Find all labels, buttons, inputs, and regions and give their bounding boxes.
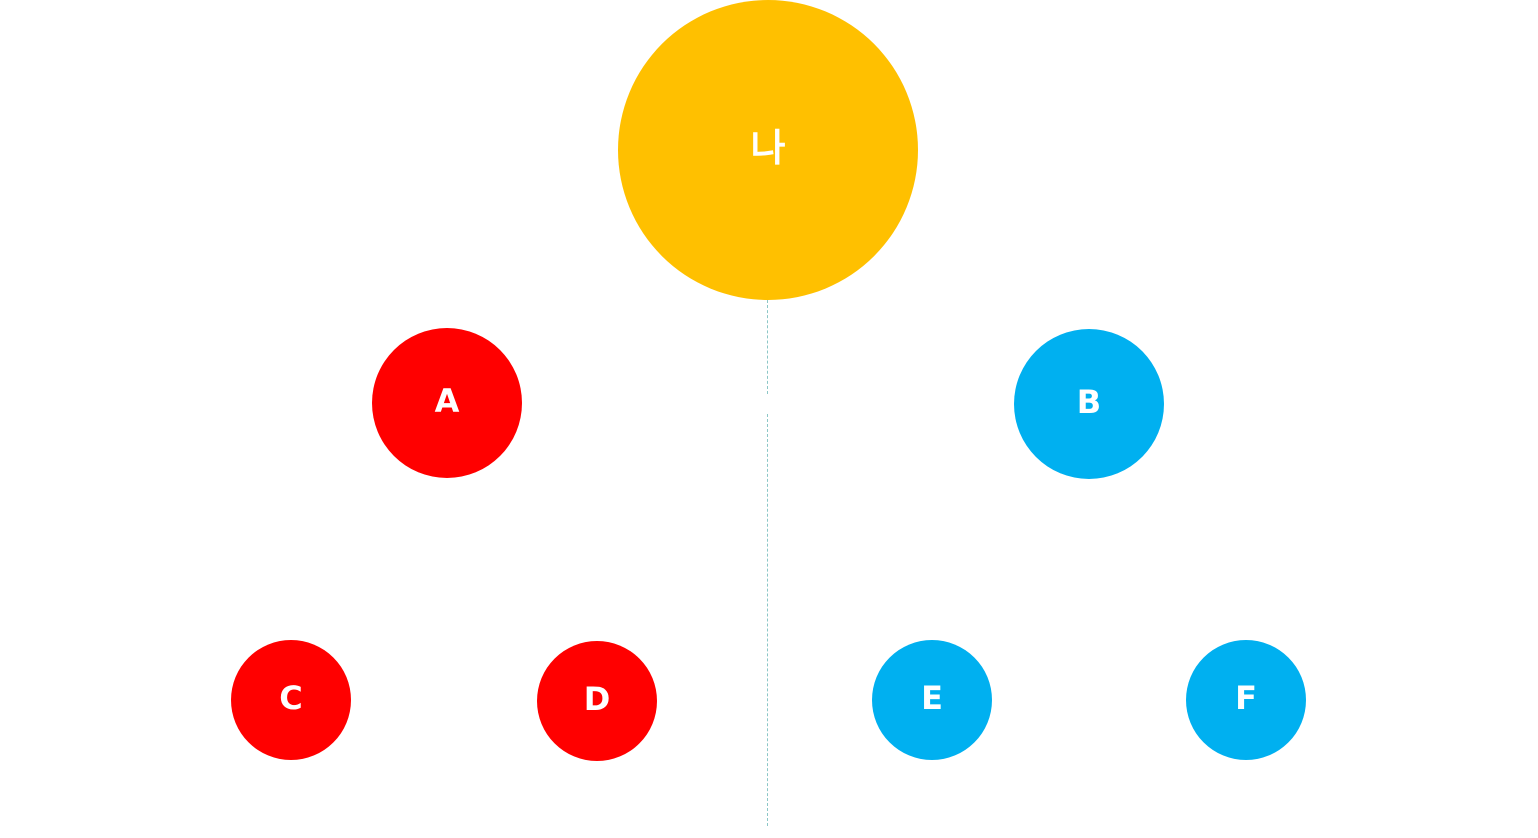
root-node-label: 나 xyxy=(750,126,786,170)
node-c-label: C xyxy=(279,679,303,717)
node-f: F xyxy=(1186,640,1306,760)
node-a: A xyxy=(372,328,522,478)
node-b-label: B xyxy=(1076,383,1102,421)
node-f-label: F xyxy=(1235,679,1257,717)
node-e: E xyxy=(872,640,992,760)
root-node: 나 xyxy=(618,0,918,300)
node-d: D xyxy=(537,641,657,761)
node-c: C xyxy=(231,640,351,760)
center-divider-line-lower xyxy=(767,414,768,826)
center-divider-line-upper xyxy=(767,300,768,394)
node-e-label: E xyxy=(921,679,943,717)
node-d-label: D xyxy=(583,680,611,718)
node-a-label: A xyxy=(434,382,460,420)
node-b: B xyxy=(1014,329,1164,479)
